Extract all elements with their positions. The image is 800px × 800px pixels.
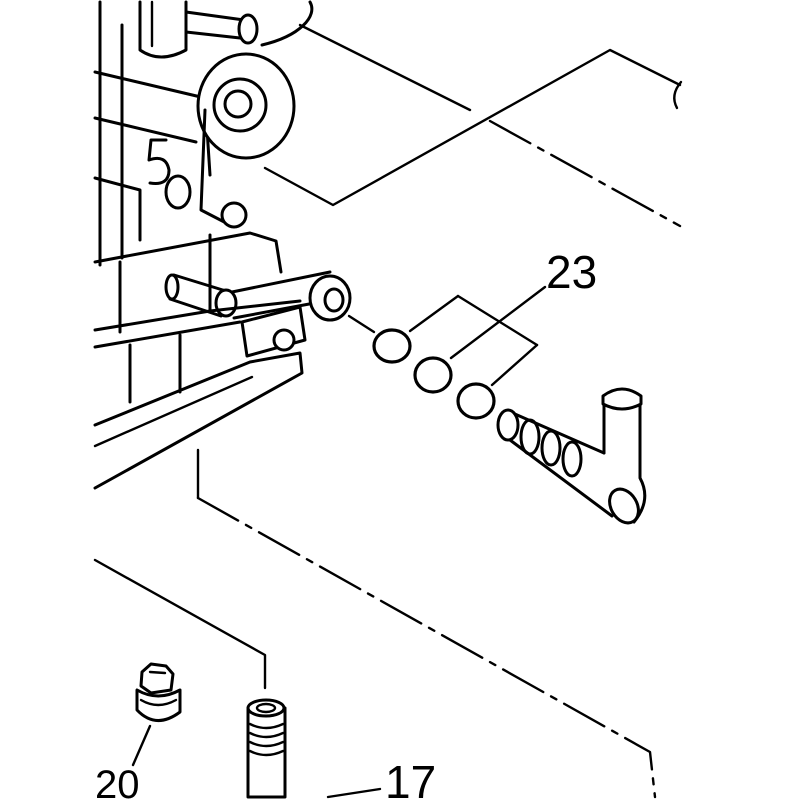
callout-20-label: 20 [95, 763, 140, 800]
throttle-shaft-end [214, 288, 238, 318]
callout-17-leader [326, 787, 382, 799]
stud-leader-line [93, 558, 267, 690]
mid-body-side [199, 108, 234, 228]
lower-chamber-edge [93, 299, 302, 332]
o-ring-1 [372, 328, 412, 364]
body-number-mark [147, 138, 171, 185]
carburetor-body [93, 0, 352, 490]
stud-top [246, 698, 286, 718]
leader-cross-connector [456, 294, 539, 347]
fuel-inlet-end [237, 13, 259, 45]
body-screw-boss [220, 201, 248, 229]
mid-body-panel [93, 176, 142, 242]
throttle-lever-arm [230, 270, 332, 320]
lower-axis-dash-dot [196, 496, 657, 799]
upper-chamber-lower-edge [93, 116, 198, 144]
fitting-outlet-end [608, 487, 640, 525]
flange-bore-outer [212, 77, 268, 133]
fuel-inlet-tube [184, 10, 246, 40]
callout-17-label: 17 [385, 756, 436, 800]
o-ring-set [372, 328, 496, 420]
flange-bore-inner [223, 89, 253, 119]
screw-part [135, 662, 182, 722]
lever-pivot-hole [323, 287, 345, 313]
top-fitting-arc [260, 0, 314, 47]
hose-fitting [496, 387, 647, 525]
screw-head [139, 662, 175, 695]
upper-axis-solid [298, 23, 472, 112]
leader-to-o-ring-2 [449, 285, 547, 360]
body-port [164, 174, 192, 210]
screw-head-slot [148, 670, 167, 675]
round-flange [196, 52, 296, 160]
fitting-end-face [496, 408, 520, 442]
fitting-barb-1 [519, 418, 541, 456]
upper-axis-dash-dot [488, 119, 682, 228]
callout-23-leaders [408, 285, 547, 387]
cut-off-callout-arc [673, 80, 683, 110]
float-bowl-top [93, 231, 283, 274]
o-ring-3 [456, 382, 496, 420]
upper-leader-line [263, 48, 682, 207]
callout-23-label: 23 [546, 246, 597, 298]
leader-to-o-ring-1 [408, 294, 460, 333]
stud-top-recess [255, 702, 277, 714]
screw-thread [139, 698, 178, 707]
callout-20-leader [131, 724, 152, 767]
assembly-axis-short [347, 314, 376, 334]
lower-body-lines [128, 333, 182, 404]
fitting-barb-3 [561, 440, 583, 478]
leader-to-o-ring-3 [490, 343, 539, 387]
mounting-plate-edge [93, 375, 254, 448]
throttle-shaft-start [164, 273, 180, 301]
top-tube [138, 0, 188, 59]
o-ring-2 [413, 356, 453, 394]
stud-part [246, 698, 287, 799]
stud-threads [248, 722, 285, 757]
mounting-plate [93, 351, 304, 490]
throttle-shaft-tube [168, 273, 228, 318]
link-plate-boss [272, 328, 296, 352]
fitting-cap [601, 387, 643, 411]
fitting-barb-2 [540, 429, 562, 467]
lower-chamber-edge-2 [93, 320, 242, 349]
